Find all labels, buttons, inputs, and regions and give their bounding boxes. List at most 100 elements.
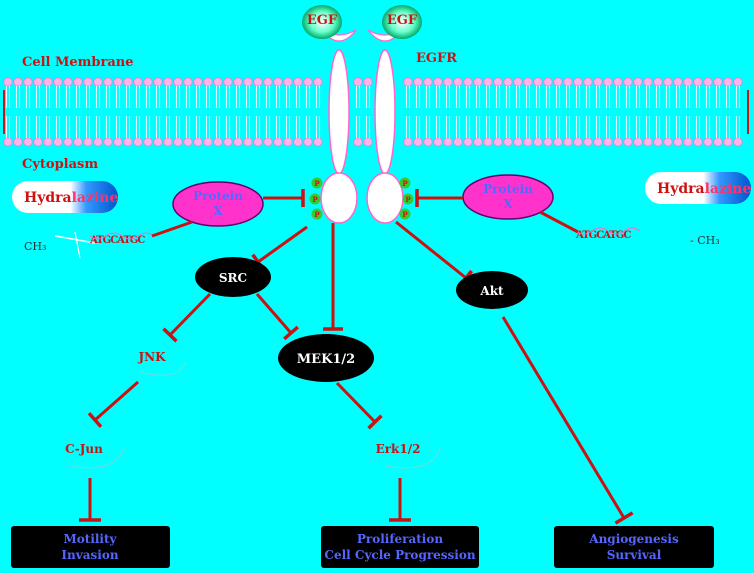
lipid-head: [543, 137, 553, 147]
lipid-head: [533, 77, 543, 87]
arrow-src-to-jnk: [162, 292, 212, 343]
egfr-label: EGFR: [416, 51, 457, 66]
lipid-head: [53, 137, 63, 147]
lipid-head: [663, 77, 673, 87]
lipid-head: [413, 137, 423, 147]
lipid-head: [73, 77, 83, 87]
cytoplasm-label: Cytoplasm: [22, 157, 98, 172]
egf-left-label: EGF: [307, 13, 338, 28]
lipid-head: [443, 137, 453, 147]
lipid-head: [293, 77, 303, 87]
lipid-head: [233, 137, 243, 147]
jnk-node: JNK: [137, 350, 187, 376]
lipid-head: [23, 137, 33, 147]
egfr-receptor-right: [366, 29, 404, 224]
lipid-head: [193, 137, 203, 147]
lipid-head: [443, 77, 453, 87]
lipid-head: [693, 137, 703, 147]
arrow-mek-to-erk: [335, 381, 383, 430]
lipid-head: [243, 137, 253, 147]
lipid-head: [313, 77, 323, 87]
arrow-erk-to-proliferation: [389, 478, 411, 522]
lipid-head: [473, 137, 483, 147]
cell-membrane-label: Cell Membrane: [22, 55, 134, 70]
phospho-label: P: [312, 195, 318, 204]
lipid-head: [13, 137, 23, 147]
lipid-head: [563, 77, 573, 87]
lipid-head: [553, 137, 563, 147]
phospho-label: P: [314, 179, 320, 188]
lipid-head: [723, 77, 733, 87]
egf-right-label: EGF: [387, 13, 418, 28]
outcome-motility-line2: Invasion: [61, 548, 118, 562]
lipid-head: [223, 137, 233, 147]
lipid-head: [513, 137, 523, 147]
lipid-head: [253, 77, 263, 87]
lipid-head: [663, 137, 673, 147]
lipid-head: [433, 77, 443, 87]
src-label: SRC: [219, 271, 247, 285]
lipid-head: [733, 77, 743, 87]
lipid-head: [523, 137, 533, 147]
mek-node: MEK1/2: [278, 334, 374, 382]
arrow-dna-right-to-proteinx: [539, 210, 579, 234]
lipid-head: [483, 77, 493, 87]
lipid-head: [353, 137, 363, 147]
lipid-head: [533, 137, 543, 147]
lipid-head: [673, 137, 683, 147]
lipid-head: [613, 77, 623, 87]
hydralazine-right-suffix: lazine: [705, 181, 752, 197]
hydralazine-left: Hydralazine: [12, 181, 118, 213]
lipid-head: [403, 77, 413, 87]
lipid-head: [263, 137, 273, 147]
lipid-head: [503, 77, 513, 87]
lipid-head: [363, 77, 373, 87]
lipid-head: [243, 77, 253, 87]
lipid-head: [303, 77, 313, 87]
lipid-head: [573, 77, 583, 87]
lipid-head: [703, 137, 713, 147]
lipid-head: [583, 77, 593, 87]
lipid-head: [133, 137, 143, 147]
lipid-head: [573, 137, 583, 147]
arrow-egfr-to-mek: [323, 223, 343, 331]
lipid-head: [93, 77, 103, 87]
lipid-head: [163, 77, 173, 87]
lipid-head: [213, 77, 223, 87]
lipid-head: [283, 137, 293, 147]
lipid-head: [93, 137, 103, 147]
outcome-motility-line1: Motility: [63, 532, 117, 546]
lipid-head: [693, 77, 703, 87]
arrow-cjun-to-motility: [79, 478, 101, 522]
phospho-label: P: [402, 179, 408, 188]
hydralazine-right: Hydralazine: [645, 172, 751, 204]
phospho-label: P: [402, 210, 408, 219]
dna-fragment-right: ATGCATGC: [575, 227, 641, 241]
ch3-left-label: CH₃: [24, 240, 46, 253]
lipid-head: [413, 77, 423, 87]
lipid-head: [423, 77, 433, 87]
cjun-label: C-Jun: [65, 442, 103, 456]
cell-membrane-bilayer: [3, 77, 749, 147]
lipid-head: [503, 137, 513, 147]
hydralazine-left-prefix: Hydra: [24, 190, 72, 206]
lipid-head: [553, 77, 563, 87]
lipid-head: [313, 137, 323, 147]
lipid-head: [433, 137, 443, 147]
lipid-head: [263, 77, 273, 87]
arrow-jnk-to-cjun: [87, 380, 139, 428]
lipid-head: [623, 77, 633, 87]
lipid-head: [283, 77, 293, 87]
lipid-head: [683, 77, 693, 87]
lipid-head: [593, 137, 603, 147]
lipid-head: [103, 77, 113, 87]
lipid-head: [183, 77, 193, 87]
lipid-head: [713, 77, 723, 87]
phospho-groups-right: P P P: [399, 177, 414, 220]
lipid-head: [303, 137, 313, 147]
outcome-proliferation-line1: Proliferation: [357, 532, 443, 546]
lipid-head: [733, 137, 743, 147]
lipid-head: [153, 137, 163, 147]
lipid-head: [183, 137, 193, 147]
lipid-head: [703, 77, 713, 87]
